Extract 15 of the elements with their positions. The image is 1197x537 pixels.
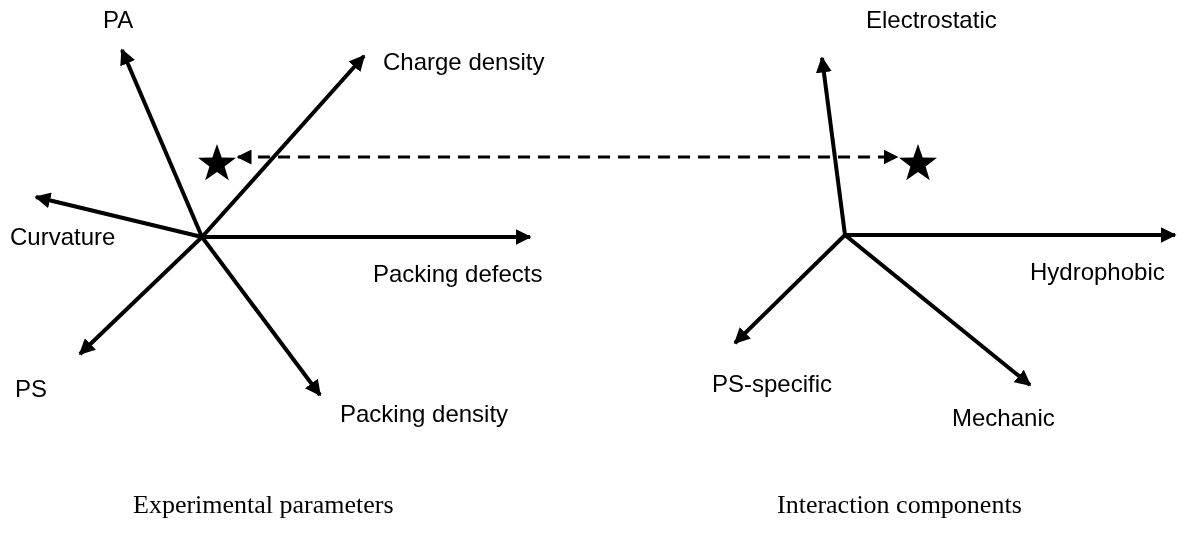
panel-caption: Interaction components [777,492,1022,518]
axis-label: PS [15,377,47,401]
axis-label: PA [103,8,134,32]
axis-label: Charge density [383,50,545,74]
axis-label: Curvature [10,225,116,249]
star-icon [898,143,938,183]
axis-label: Hydrophobic [1030,260,1165,284]
panel-caption: Experimental parameters [133,492,394,518]
axis-label: PS-specific [712,372,833,396]
axis-label: Packing density [340,402,509,426]
axis-label: Mechanic [952,406,1055,430]
double-arrow [236,149,899,165]
star-icon [197,143,237,183]
axis-label: Packing defects [373,262,543,286]
axis-label: Electrostatic [866,8,997,32]
